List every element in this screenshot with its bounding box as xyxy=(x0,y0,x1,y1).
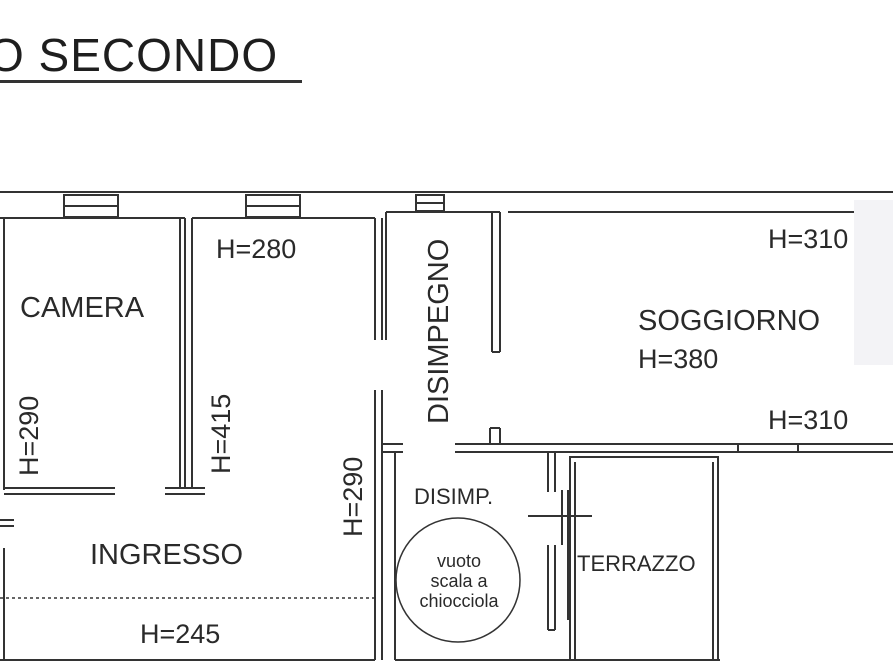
stair-label-line1: vuoto xyxy=(436,551,482,571)
spiral-staircase xyxy=(395,517,521,643)
title-underline xyxy=(0,80,302,83)
stair-label: vuoto scala a chiocciola xyxy=(404,551,514,611)
room-label-terrazzo: TERRAZZO xyxy=(577,551,696,576)
height-label-290-mid: H=290 xyxy=(338,456,368,537)
height-label-310-right: H=310 xyxy=(768,405,849,435)
stair-label-line3: chiocciola xyxy=(419,591,499,611)
height-label-290-camera: H=290 xyxy=(14,395,44,476)
stair-label-line2: scala a xyxy=(430,571,488,591)
room-label-ingresso: INGRESSO xyxy=(90,539,244,571)
room-label-soggiorno: SOGGIORNO xyxy=(638,305,821,337)
height-label-415: H=415 xyxy=(206,393,236,474)
height-label-280: H=280 xyxy=(216,234,297,264)
height-label-310-top: H=310 xyxy=(768,224,849,254)
height-label-380: H=380 xyxy=(638,344,719,374)
page-title: O SECONDO xyxy=(0,29,279,81)
room-label-disimpegno: DISIMPEGNO xyxy=(423,238,455,424)
terrazzo-outline xyxy=(569,456,719,661)
height-label-245: H=245 xyxy=(140,619,221,649)
image-fade-edge xyxy=(854,200,893,365)
room-label-disimp: DISIMP. xyxy=(414,484,494,509)
room-label-camera: CAMERA xyxy=(20,292,145,324)
